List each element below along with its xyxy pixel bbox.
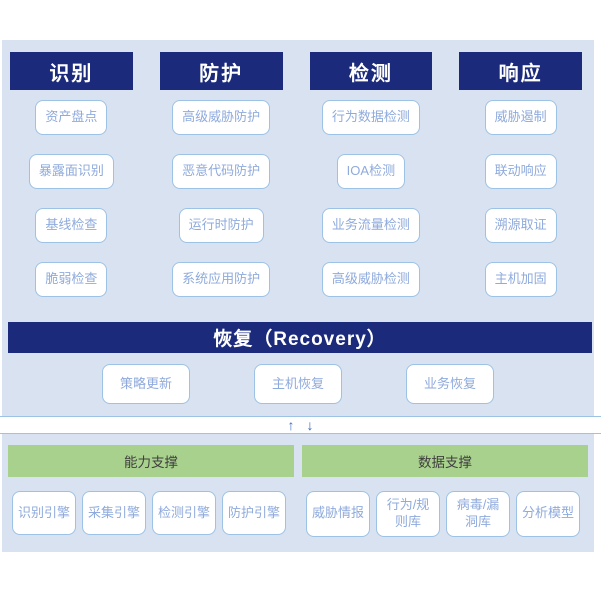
framework-node: 识别引擎 bbox=[12, 491, 76, 535]
column-header-detect: 检测 bbox=[309, 52, 433, 90]
column-detect: 检测 行为数据检测 IOA检测 业务流量检测 高级威胁检测 bbox=[309, 52, 433, 320]
framework-node: 溯源取证 bbox=[484, 207, 557, 243]
framework-node: 策略更新 bbox=[102, 364, 190, 404]
framework-node: 运行时防护 bbox=[178, 207, 264, 243]
connector-band: ↑ ↓ bbox=[0, 416, 601, 434]
framework-node: 业务流量检测 bbox=[321, 207, 420, 243]
column-identify: 识别 资产盘点 暴露面识别 基线检查 脆弱检查 bbox=[10, 52, 133, 320]
function-columns: 识别 资产盘点 暴露面识别 基线检查 脆弱检查 防护 高级威胁防护 恶意代码防护… bbox=[10, 52, 582, 320]
recovery-items: 策略更新 主机恢复 业务恢复 bbox=[2, 364, 594, 404]
framework-node: 主机加固 bbox=[484, 261, 557, 297]
column-header-respond: 响应 bbox=[459, 52, 582, 90]
support-header-data: 数据支撑 bbox=[302, 445, 588, 477]
support-header-capability: 能力支撑 bbox=[8, 445, 294, 477]
framework-node: 高级威胁防护 bbox=[172, 99, 271, 135]
framework-node: 威胁情报 bbox=[306, 491, 370, 537]
framework-node: 病毒/漏洞库 bbox=[446, 491, 510, 537]
column-header-identify: 识别 bbox=[10, 52, 133, 90]
framework-node: 业务恢复 bbox=[406, 364, 494, 404]
column-header-protect: 防护 bbox=[159, 52, 283, 90]
framework-node: 检测引擎 bbox=[152, 491, 216, 535]
framework-node: 暴露面识别 bbox=[28, 153, 114, 189]
framework-node: 行为数据检测 bbox=[321, 99, 420, 135]
framework-node: 脆弱检查 bbox=[35, 261, 108, 297]
framework-node: 采集引擎 bbox=[82, 491, 146, 535]
framework-node: 防护引擎 bbox=[222, 491, 286, 535]
support-capability: 能力支撑 识别引擎 采集引擎 检测引擎 防护引擎 bbox=[8, 445, 294, 537]
framework-node: 主机恢复 bbox=[254, 364, 342, 404]
framework-node: 分析模型 bbox=[516, 491, 580, 537]
framework-node: 基线检查 bbox=[35, 207, 108, 243]
arrow-up-icon: ↑ bbox=[287, 417, 295, 433]
framework-panel: 识别 资产盘点 暴露面识别 基线检查 脆弱检查 防护 高级威胁防护 恶意代码防护… bbox=[0, 40, 601, 552]
arrow-down-icon: ↓ bbox=[306, 417, 314, 433]
framework-node: 系统应用防护 bbox=[172, 261, 271, 297]
framework-node: 高级威胁检测 bbox=[321, 261, 420, 297]
support-data: 数据支撑 威胁情报 行为/规则库 病毒/漏洞库 分析模型 bbox=[302, 445, 588, 537]
framework-node: 联动响应 bbox=[484, 153, 557, 189]
column-respond: 响应 威胁遏制 联动响应 溯源取证 主机加固 bbox=[459, 52, 582, 320]
framework-node: 行为/规则库 bbox=[376, 491, 440, 537]
framework-node: 威胁遏制 bbox=[484, 99, 557, 135]
framework-node: 恶意代码防护 bbox=[172, 153, 271, 189]
column-protect: 防护 高级威胁防护 恶意代码防护 运行时防护 系统应用防护 bbox=[159, 52, 283, 320]
recovery-header: 恢复（Recovery） bbox=[8, 322, 592, 353]
framework-node: 资产盘点 bbox=[35, 99, 108, 135]
support-section: 能力支撑 识别引擎 采集引擎 检测引擎 防护引擎 数据支撑 威胁情报 行为/规则… bbox=[8, 445, 588, 537]
framework-node: IOA检测 bbox=[336, 153, 406, 189]
